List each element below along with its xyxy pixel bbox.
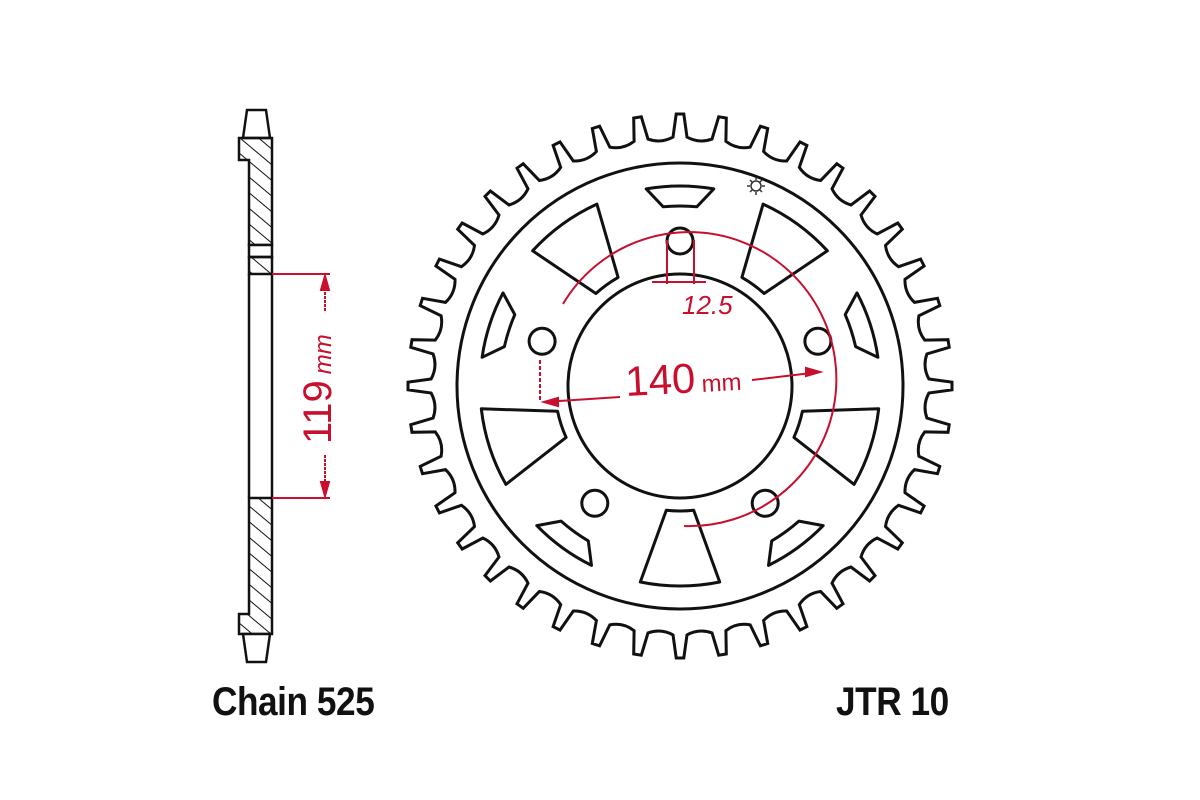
part-number-label: JTR 10 bbox=[836, 680, 949, 724]
sprocket-front-view bbox=[406, 112, 954, 660]
inner-rim bbox=[455, 161, 905, 611]
bolt-hole bbox=[803, 326, 833, 356]
bolt-hole bbox=[580, 488, 610, 518]
bolt-circle-value: 140 bbox=[624, 354, 697, 405]
lightening-cutout bbox=[535, 519, 593, 567]
lightening-cutout bbox=[792, 407, 881, 486]
bolt-circle-dimension bbox=[539, 231, 838, 528]
lightening-cutouts bbox=[479, 184, 881, 588]
chain-size-label: Chain 525 bbox=[212, 680, 375, 724]
center-bore-dimension-label: 119 mm bbox=[296, 334, 341, 444]
lightening-cutout bbox=[644, 184, 716, 209]
lightening-cutout bbox=[480, 291, 517, 359]
gear-logo-icon bbox=[747, 177, 765, 195]
lightening-cutout bbox=[638, 508, 722, 588]
bolt-hole-dimension-label: 12.5 bbox=[682, 290, 733, 320]
sprocket-teeth bbox=[406, 112, 954, 660]
side-profile-view bbox=[237, 108, 274, 664]
lightening-cutout bbox=[740, 202, 829, 295]
center-bore bbox=[566, 272, 794, 500]
lightening-cutout bbox=[479, 407, 568, 486]
lightening-cutout bbox=[767, 519, 825, 567]
center-bore-unit: mm bbox=[310, 334, 337, 375]
center-bore-value: 119 bbox=[296, 380, 340, 444]
bolt-hole bbox=[750, 488, 780, 518]
bolt-hole bbox=[527, 326, 557, 356]
bolt-circle-unit: mm bbox=[700, 368, 743, 398]
lightening-cutout bbox=[531, 202, 620, 295]
center-bore-dimension bbox=[272, 272, 331, 500]
lightening-cutout bbox=[843, 291, 880, 359]
